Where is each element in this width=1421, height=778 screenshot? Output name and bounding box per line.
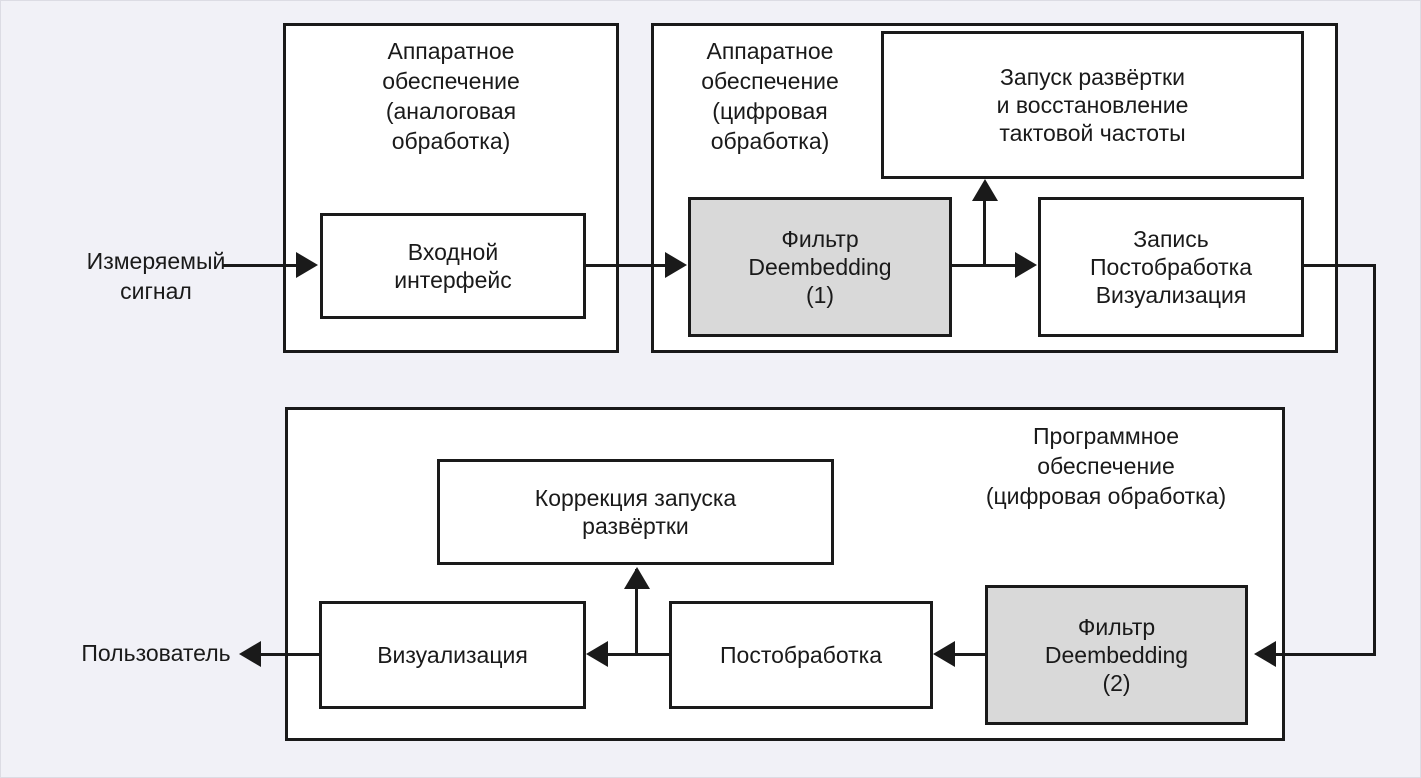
group-software-label: Программное обеспечение (цифровая обрабо… [985, 423, 1227, 509]
block-trigger-correction: Коррекция запуска развёртки [437, 459, 834, 565]
label-user: Пользователь [81, 640, 231, 666]
connector-input-to-filter1 [586, 264, 668, 267]
arrowhead-branch-to-trigger-correction [624, 567, 650, 589]
arrowhead-branch-to-trigger [972, 179, 998, 201]
arrowhead-visualization-to-user [239, 641, 261, 667]
connector-visualization-to-user [261, 653, 321, 656]
arrowhead-filter2-to-postprocessing [933, 641, 955, 667]
connector-signal-to-input [223, 264, 298, 267]
connector-branch-to-trigger [983, 201, 986, 265]
connector-postprocessing-to-visualization [608, 653, 670, 656]
arrowhead-input-to-filter1 [665, 252, 687, 278]
connector-feedback-vertical [1373, 264, 1376, 656]
block-filter-deembedding-1: Фильтр Deembedding (1) [688, 197, 952, 337]
block-trigger-clock-recovery: Запуск развёртки и восстановление тактов… [881, 31, 1304, 179]
connector-filter2-to-postprocessing [954, 653, 987, 656]
block-postprocessing-label: Постобработка [720, 641, 882, 668]
group-hardware-digital-label: Аппаратное обеспечение (цифровая обработ… [701, 38, 839, 154]
group-hardware-analog-label: Аппаратное обеспечение (аналоговая обраб… [382, 38, 520, 154]
label-measured-signal: Измеряемый сигнал [86, 248, 226, 304]
block-input-interface-label: Входной интерфейс [394, 238, 512, 293]
connector-filter1-to-record [952, 264, 1018, 267]
block-trigger-correction-label: Коррекция запуска развёртки [534, 484, 737, 539]
block-record-post-visual-label: Запись Постобработка Визуализация [1090, 225, 1252, 309]
block-postprocessing: Постобработка [669, 601, 933, 709]
block-input-interface: Входной интерфейс [320, 213, 586, 319]
arrowhead-feedback-to-filter2 [1254, 641, 1276, 667]
block-visualization-label: Визуализация [377, 641, 528, 668]
block-filter-deembedding-2-label: Фильтр Deembedding (2) [1044, 613, 1189, 697]
block-visualization: Визуализация [319, 601, 586, 709]
arrowhead-filter1-to-record [1015, 252, 1037, 278]
block-record-post-visual: Запись Постобработка Визуализация [1038, 197, 1304, 337]
connector-branch-to-trigger-correction [635, 569, 638, 655]
connector-feedback-to-filter2 [1276, 653, 1376, 656]
connector-record-to-feedback [1304, 264, 1376, 267]
arrowhead-signal-to-input [296, 252, 318, 278]
arrowhead-postprocessing-to-visualization [586, 641, 608, 667]
block-filter-deembedding-2: Фильтр Deembedding (2) [985, 585, 1248, 725]
block-filter-deembedding-1-label: Фильтр Deembedding (1) [748, 225, 892, 309]
block-trigger-clock-recovery-label: Запуск развёртки и восстановление тактов… [996, 63, 1189, 147]
